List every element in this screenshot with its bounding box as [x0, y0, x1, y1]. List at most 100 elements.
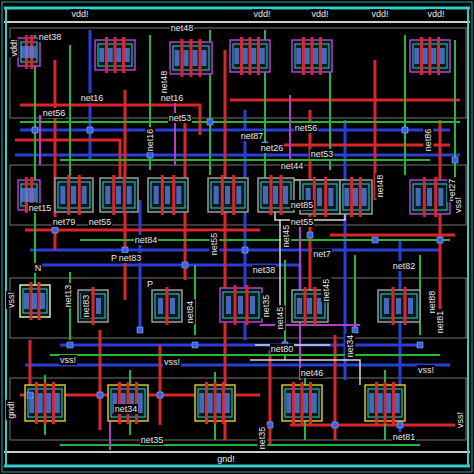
net-label: net85	[290, 200, 315, 210]
net-label: net84	[185, 300, 195, 325]
transistor	[108, 382, 148, 424]
net-label: net45	[275, 306, 285, 331]
layout-shape	[267, 422, 273, 428]
layout-shape	[4, 21, 470, 23]
net-label: net48	[375, 174, 385, 199]
layout-shape	[182, 262, 188, 268]
net-label: net16	[145, 128, 155, 153]
net-label: net84	[134, 235, 159, 245]
layout-shape	[384, 370, 386, 440]
net-label: vdd!	[370, 9, 389, 19]
layout-shape	[307, 232, 313, 238]
net-label: net45	[321, 278, 331, 303]
layout-shape	[328, 188, 333, 206]
layout-shape	[386, 393, 391, 413]
layout-shape	[297, 298, 302, 314]
layout-shape	[202, 50, 207, 66]
layout-shape	[20, 285, 50, 317]
layout-shape	[270, 175, 273, 215]
layout-shape	[18, 35, 450, 424]
layout-shape	[24, 293, 29, 309]
layout-shape	[172, 175, 175, 215]
net-label: vdd!	[252, 9, 271, 19]
net-label: vss!	[6, 291, 16, 309]
layout-shape	[46, 393, 51, 413]
net-label: net80	[270, 344, 295, 354]
layout-shape	[116, 48, 121, 62]
layout-shape	[384, 298, 389, 314]
layout-shape	[225, 393, 230, 413]
layout-shape	[311, 37, 314, 75]
layout-shape	[44, 375, 46, 435]
layout-shape	[378, 290, 420, 322]
layout-shape	[122, 37, 125, 73]
layout-shape	[18, 38, 40, 66]
layout-shape	[429, 37, 432, 75]
net-label: net34	[114, 404, 139, 414]
net-label: vss!	[453, 196, 463, 214]
layout-shape	[23, 289, 47, 313]
layout-shape	[4, 8, 470, 466]
layout-shape	[148, 178, 188, 212]
layout-shape	[15, 30, 460, 440]
layout-shape	[226, 296, 231, 314]
net-label: net53	[168, 113, 193, 123]
layout-shape	[60, 159, 430, 161]
layout-shape	[243, 48, 248, 64]
layout-shape	[381, 294, 417, 318]
transistor	[195, 382, 235, 424]
layout-shape	[55, 393, 60, 413]
transistor	[410, 37, 450, 75]
layout-shape	[317, 188, 322, 206]
layout-shape	[314, 287, 317, 325]
net-label: vdd!	[70, 9, 89, 19]
layout-shape	[309, 382, 312, 424]
layout-shape	[138, 393, 143, 413]
layout-shape	[305, 48, 310, 64]
net-label: vss!	[163, 357, 181, 367]
layout-shape	[207, 119, 213, 125]
layout-shape	[431, 48, 436, 64]
layout-shape	[273, 186, 278, 204]
layout-shape	[434, 177, 437, 217]
layout-shape	[452, 157, 458, 163]
layout-shape	[369, 393, 374, 413]
layout-shape	[99, 330, 102, 430]
net-label: net45	[281, 224, 291, 249]
layout-shape	[175, 50, 180, 66]
layout-shape	[125, 48, 130, 62]
transistor	[100, 175, 138, 215]
layout-shape	[127, 382, 130, 424]
layout-shape	[52, 382, 55, 424]
layout-shape	[38, 393, 43, 413]
layout-shape	[378, 393, 383, 413]
layout-shape	[249, 37, 252, 75]
layout-shape	[50, 354, 440, 356]
layout-shape	[269, 350, 272, 445]
layout-shape	[127, 186, 132, 204]
layout-shape	[26, 46, 31, 58]
net-label: net35	[261, 294, 271, 319]
layout-shape	[223, 292, 259, 318]
net-label: gnd!	[6, 400, 16, 420]
transistor	[170, 39, 212, 77]
layout-shape	[234, 285, 237, 325]
layout-shape	[26, 188, 31, 202]
transistor	[258, 175, 294, 215]
layout-shape	[40, 95, 360, 450]
layout-shape	[250, 360, 360, 385]
net-label: net26	[260, 143, 285, 153]
net-label: net15	[28, 203, 53, 213]
layout-shape	[60, 186, 65, 204]
layout-shape	[96, 298, 101, 314]
layout-shape	[208, 393, 213, 413]
layout-shape	[27, 392, 33, 398]
layout-shape	[289, 95, 291, 165]
net-label: vss!	[59, 355, 77, 365]
net-label: P	[110, 253, 118, 263]
layout-shape	[250, 296, 255, 314]
net-label: vdd!	[426, 9, 445, 19]
layout-shape	[312, 393, 317, 413]
layout-shape	[375, 382, 378, 424]
